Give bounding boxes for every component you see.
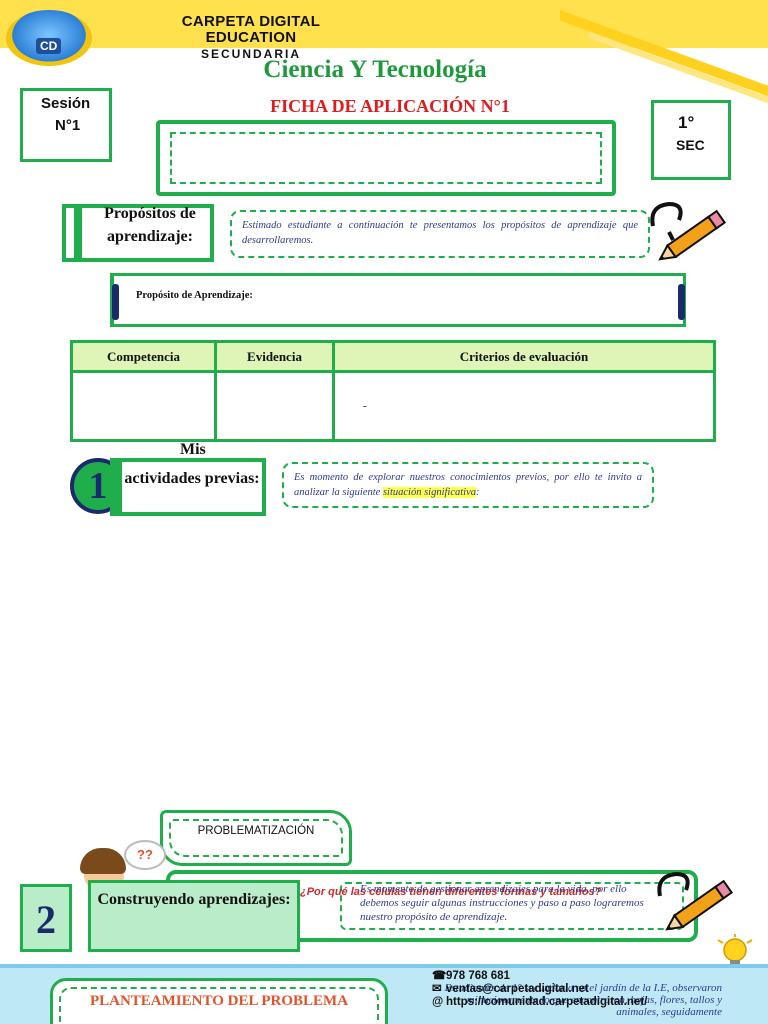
section1-note-highlight: situación significativa xyxy=(382,487,477,498)
problematizacion-tag: PROBLEMATIZACIÓN xyxy=(160,810,352,866)
proposito-cap-right xyxy=(678,284,685,320)
section1-note-text: Es momento de explorar nuestros conocimi… xyxy=(294,472,642,498)
web-icon: @ xyxy=(432,996,444,1008)
brand-line2: SECUNDARIA xyxy=(200,47,301,61)
section2-question: ¿Por qué las células tienen diferentes f… xyxy=(300,886,602,898)
pencil-icon xyxy=(650,201,727,261)
footer-background-text: Estudiantes de 1° secundaria en el jardí… xyxy=(444,982,722,1018)
header-criterios: Criterios de evaluación xyxy=(332,340,716,373)
brand-logo: CD xyxy=(6,10,92,66)
cell-criterios: - xyxy=(332,370,716,442)
section1-label-top: Mis xyxy=(180,441,206,458)
table-header-row: Competencia Evidencia Criterios de evalu… xyxy=(70,340,716,373)
title-frame-inner xyxy=(170,132,602,184)
brand-title: CARPETA DIGITAL EDUCATION SECUNDARIA xyxy=(136,14,366,62)
grado-label: SEC xyxy=(676,137,705,153)
cell-evidencia xyxy=(214,370,335,442)
competency-table: Competencia Evidencia Criterios de evalu… xyxy=(70,340,716,442)
subject-title: Ciencia Y Tecnología xyxy=(263,56,487,83)
sesion-label: Sesión xyxy=(41,95,91,112)
sesion-number: N°1 xyxy=(55,117,81,134)
planteamiento-label: PLANTEAMIENTO DEL PROBLEMA xyxy=(89,993,349,1009)
grado-badge: 1° SEC xyxy=(651,100,731,180)
section2-label: Construyendo aprendizajes: xyxy=(88,880,300,952)
brand-line1: CARPETA DIGITAL EDUCATION xyxy=(181,13,321,46)
planteamiento-inner xyxy=(59,987,379,1024)
proposito-label: Propósito de Aprendizaje: xyxy=(136,290,253,301)
section1-note: Es momento de explorar nuestros conocimi… xyxy=(282,462,654,508)
section2-number: 2 xyxy=(20,884,72,952)
section1-label: actividades previas: xyxy=(110,458,266,516)
footer-phone: 978 768 681 xyxy=(446,970,510,982)
propositos-label: Propósitos de aprendizaje: xyxy=(104,205,196,245)
ficha-title: FICHA DE APLICACIÓN N°1 xyxy=(270,96,510,116)
logo-text: CD xyxy=(36,38,62,54)
problematizacion-label: PROBLEMATIZACIÓN xyxy=(197,825,315,837)
section1-note-end: : xyxy=(476,487,480,498)
cell-competencia xyxy=(70,370,217,442)
propositos-label-box: Propósitos de aprendizaje: xyxy=(62,204,214,262)
footer-strip xyxy=(0,964,768,968)
propositos-note: Estimado estudiante a continuación te pr… xyxy=(230,210,650,258)
table-row: - xyxy=(70,370,716,442)
header-evidencia: Evidencia xyxy=(214,340,335,373)
header-competencia: Competencia xyxy=(70,340,217,373)
footer-email[interactable]: ventas@carpetadigital.net xyxy=(446,983,589,995)
grado-level: 1° xyxy=(678,113,695,132)
phone-icon: ☎ xyxy=(432,970,447,982)
proposito-box: Propósito de Aprendizaje: xyxy=(110,273,686,327)
propositos-bar xyxy=(74,208,82,258)
section2-frame-inner xyxy=(340,882,684,930)
pencil-icon xyxy=(657,871,734,931)
thought-bubble: ?? xyxy=(124,840,166,870)
email-icon: ✉ xyxy=(432,983,442,995)
proposito-cap-left xyxy=(112,284,119,320)
section2-note: Es momento de gestionar aprendizajes par… xyxy=(360,883,644,923)
footer-web[interactable]: https://comunidad.carpetadigital.net/ xyxy=(446,996,648,1008)
sesion-badge: Sesión N°1 xyxy=(20,88,112,162)
problematizacion-inner xyxy=(169,819,343,857)
title-frame xyxy=(156,120,616,196)
planteamiento-box: PLANTEAMIENTO DEL PROBLEMA xyxy=(50,978,388,1024)
boy-hair xyxy=(80,848,126,874)
footer-contact: ☎978 768 681 ✉ventas@carpetadigital.net … xyxy=(432,970,647,1009)
